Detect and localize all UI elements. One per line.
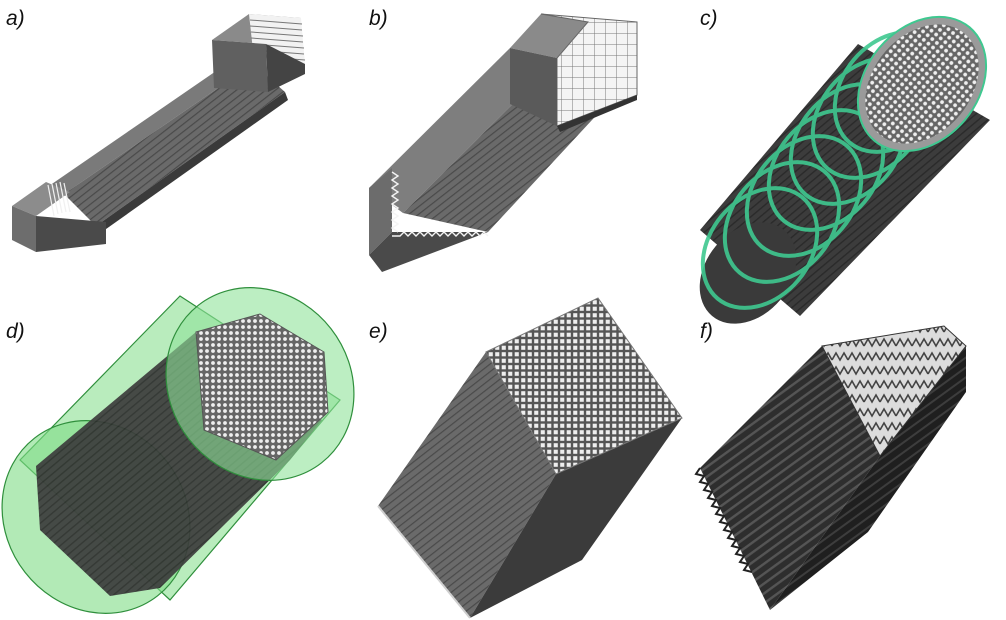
left-end-block-top	[12, 182, 70, 216]
right-end-block-side	[212, 40, 268, 92]
fin-block-left-face	[700, 346, 880, 610]
panel-d: d)	[1, 287, 355, 614]
left-block-face	[369, 168, 392, 255]
stack-side-face	[64, 64, 285, 226]
block-left-face	[378, 352, 556, 618]
panel-label-a: a)	[6, 7, 25, 30]
baffle-ring	[700, 186, 820, 310]
square-grid-block-b	[369, 13, 638, 272]
panel-a: a)	[6, 7, 306, 252]
fin-block-zigzag-face	[821, 325, 967, 457]
panel-label-d: d)	[6, 320, 25, 343]
panel-label-c: c)	[700, 7, 718, 30]
panel-label-e: e)	[369, 320, 388, 343]
panel-label-b: b)	[369, 7, 388, 30]
panel-e: e)	[369, 297, 683, 619]
panel-b: b)	[369, 7, 638, 272]
block-right-face	[470, 418, 682, 618]
fin-block-right-face	[770, 346, 966, 610]
baffle-ring	[722, 160, 842, 284]
hex-core-cylinder-d	[1, 287, 355, 614]
block-grid-face	[485, 297, 683, 475]
left-block-fin-edges	[390, 171, 489, 237]
panel-label-f: f)	[700, 320, 713, 343]
tube-bundle-c	[699, 15, 990, 324]
fine-grid-block-e	[377, 297, 683, 619]
zigzag-fin-block-f	[694, 325, 967, 610]
panel-c: c)	[699, 7, 990, 324]
left-end-block-face	[12, 206, 36, 252]
stack-top-face	[46, 58, 253, 194]
hex-core-face	[195, 313, 329, 461]
fin-edge-teeth	[694, 467, 753, 573]
end-cube-top	[510, 14, 588, 58]
panel-f: f)	[694, 320, 967, 610]
baffle-ring	[744, 134, 864, 258]
plate-stack-a	[12, 14, 306, 252]
left-block-front	[369, 232, 488, 272]
left-end-block-side	[36, 216, 106, 252]
block-top-face	[369, 48, 545, 213]
